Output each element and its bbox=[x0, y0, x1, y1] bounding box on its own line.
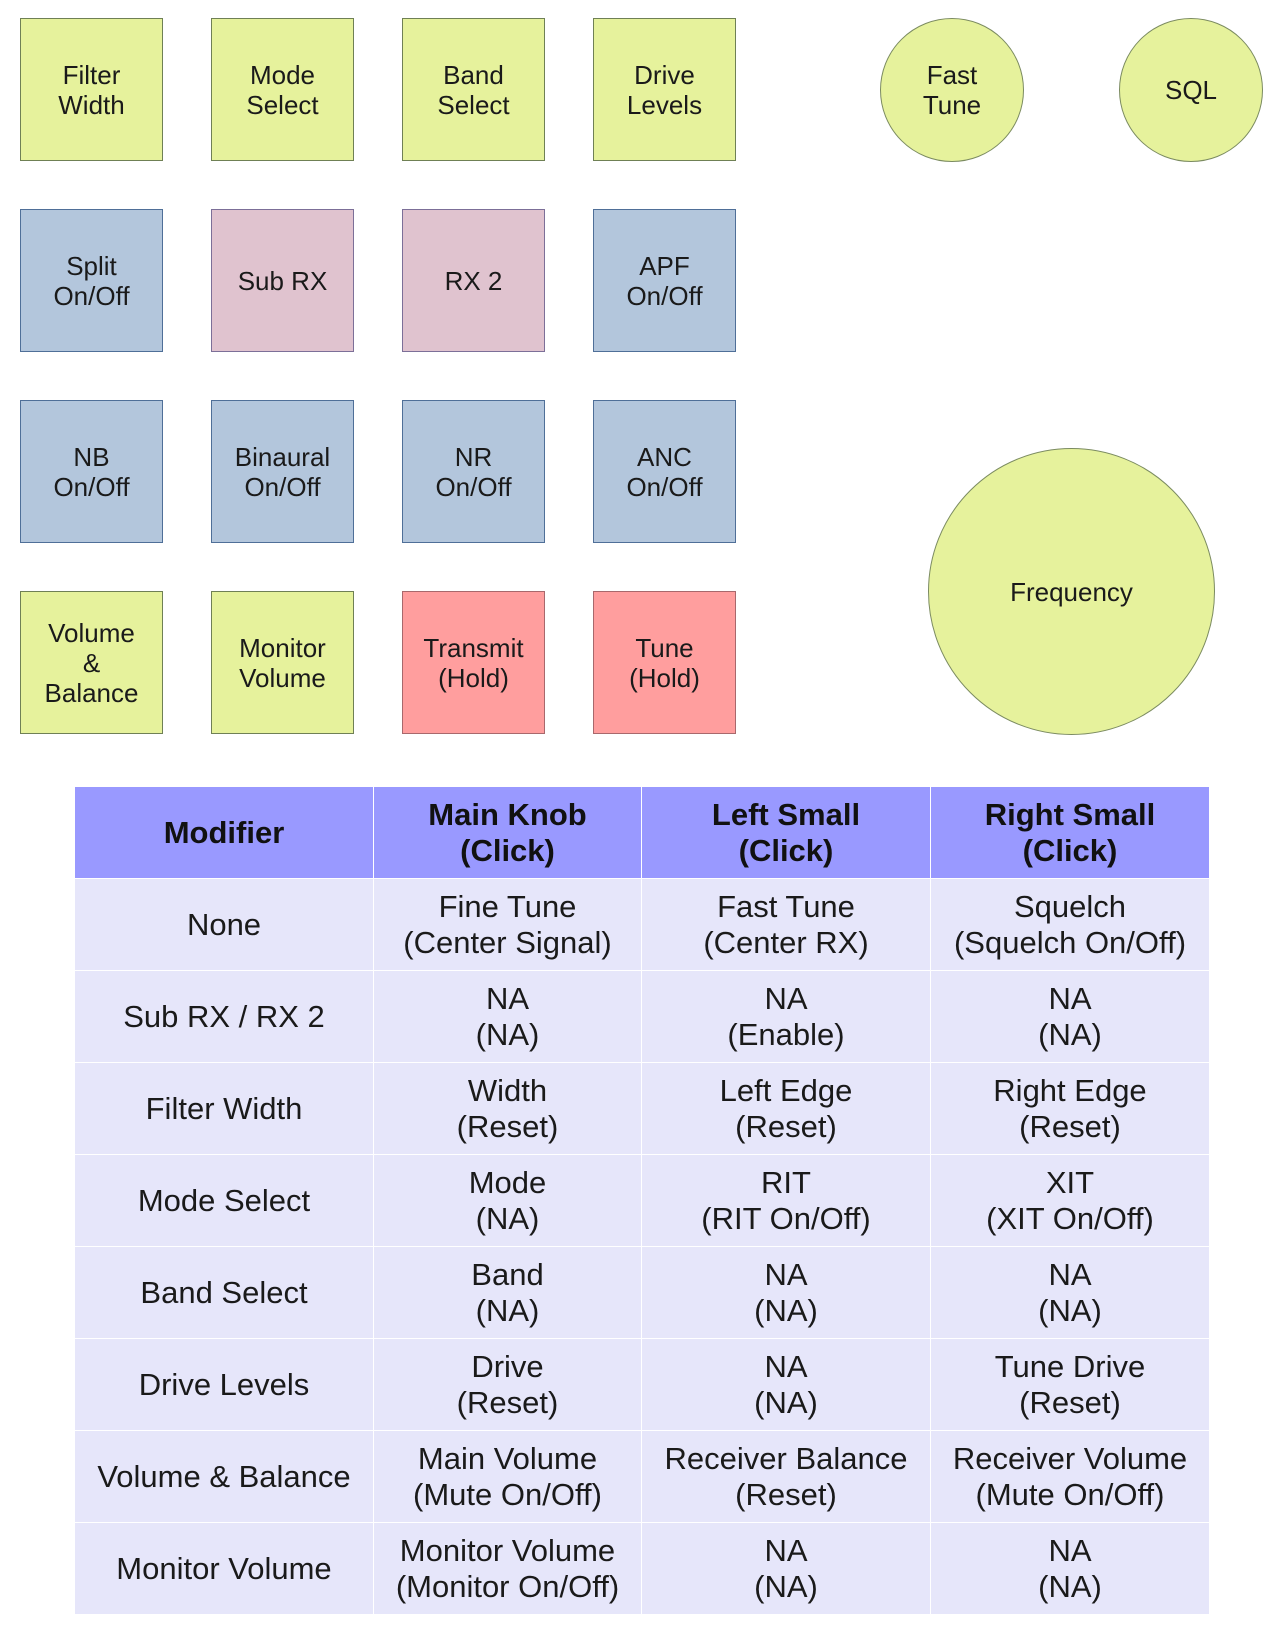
header-modifier: Modifier bbox=[74, 786, 374, 879]
main-knob-cell: Width (Reset) bbox=[373, 1062, 642, 1155]
frequency-knob[interactable]: Frequency bbox=[928, 448, 1215, 735]
right-small-cell: Receiver Volume (Mute On/Off) bbox=[930, 1430, 1210, 1523]
left-small-cell: RIT (RIT On/Off) bbox=[641, 1154, 931, 1247]
band-select-button[interactable]: Band Select bbox=[402, 18, 545, 161]
right-small-cell: Squelch (Squelch On/Off) bbox=[930, 878, 1210, 971]
table-header-row: Modifier Main Knob (Click) Left Small (C… bbox=[74, 786, 1210, 879]
volume-balance-button[interactable]: Volume & Balance bbox=[20, 591, 163, 734]
mode-select-button[interactable]: Mode Select bbox=[211, 18, 354, 161]
left-small-cell: Fast Tune (Center RX) bbox=[641, 878, 931, 971]
monitor-volume-button[interactable]: Monitor Volume bbox=[211, 591, 354, 734]
main-knob-cell: Band (NA) bbox=[373, 1246, 642, 1339]
filter-width-button[interactable]: Filter Width bbox=[20, 18, 163, 161]
modifier-cell: Volume & Balance bbox=[74, 1430, 374, 1523]
left-small-cell: NA (Enable) bbox=[641, 970, 931, 1063]
apf-toggle-button[interactable]: APF On/Off bbox=[593, 209, 736, 352]
drive-levels-button[interactable]: Drive Levels bbox=[593, 18, 736, 161]
left-small-cell: Receiver Balance (Reset) bbox=[641, 1430, 931, 1523]
sql-knob[interactable]: SQL bbox=[1119, 18, 1263, 162]
header-right-small: Right Small (Click) bbox=[930, 786, 1210, 879]
main-knob-cell: Fine Tune (Center Signal) bbox=[373, 878, 642, 971]
rx2-button[interactable]: RX 2 bbox=[402, 209, 545, 352]
binaural-toggle-button[interactable]: Binaural On/Off bbox=[211, 400, 354, 543]
modifier-table: Modifier Main Knob (Click) Left Small (C… bbox=[74, 786, 1210, 1615]
left-small-cell: NA (NA) bbox=[641, 1246, 931, 1339]
table-row: Filter Width Width (Reset) Left Edge (Re… bbox=[74, 1062, 1210, 1155]
left-small-cell: Left Edge (Reset) bbox=[641, 1062, 931, 1155]
header-left-small: Left Small (Click) bbox=[641, 786, 931, 879]
table-row: Monitor Volume Monitor Volume (Monitor O… bbox=[74, 1522, 1210, 1615]
nr-toggle-button[interactable]: NR On/Off bbox=[402, 400, 545, 543]
right-small-cell: NA (NA) bbox=[930, 1246, 1210, 1339]
main-knob-cell: Main Volume (Mute On/Off) bbox=[373, 1430, 642, 1523]
table-row: None Fine Tune (Center Signal) Fast Tune… bbox=[74, 878, 1210, 971]
sub-rx-button[interactable]: Sub RX bbox=[211, 209, 354, 352]
right-small-cell: XIT (XIT On/Off) bbox=[930, 1154, 1210, 1247]
split-toggle-button[interactable]: Split On/Off bbox=[20, 209, 163, 352]
modifier-cell: Drive Levels bbox=[74, 1338, 374, 1431]
modifier-cell: Sub RX / RX 2 bbox=[74, 970, 374, 1063]
right-small-cell: NA (NA) bbox=[930, 970, 1210, 1063]
anc-toggle-button[interactable]: ANC On/Off bbox=[593, 400, 736, 543]
right-small-cell: Right Edge (Reset) bbox=[930, 1062, 1210, 1155]
main-knob-cell: Monitor Volume (Monitor On/Off) bbox=[373, 1522, 642, 1615]
header-main-knob: Main Knob (Click) bbox=[373, 786, 642, 879]
table-row: Volume & Balance Main Volume (Mute On/Of… bbox=[74, 1430, 1210, 1523]
left-small-cell: NA (NA) bbox=[641, 1522, 931, 1615]
table-row: Sub RX / RX 2 NA (NA) NA (Enable) NA (NA… bbox=[74, 970, 1210, 1063]
table-row: Drive Levels Drive (Reset) NA (NA) Tune … bbox=[74, 1338, 1210, 1431]
main-knob-cell: Mode (NA) bbox=[373, 1154, 642, 1247]
main-knob-cell: NA (NA) bbox=[373, 970, 642, 1063]
table-row: Mode Select Mode (NA) RIT (RIT On/Off) X… bbox=[74, 1154, 1210, 1247]
modifier-cell: Band Select bbox=[74, 1246, 374, 1339]
left-small-cell: NA (NA) bbox=[641, 1338, 931, 1431]
nb-toggle-button[interactable]: NB On/Off bbox=[20, 400, 163, 543]
tune-button[interactable]: Tune (Hold) bbox=[593, 591, 736, 734]
modifier-cell: Filter Width bbox=[74, 1062, 374, 1155]
modifier-cell: None bbox=[74, 878, 374, 971]
right-small-cell: Tune Drive (Reset) bbox=[930, 1338, 1210, 1431]
right-small-cell: NA (NA) bbox=[930, 1522, 1210, 1615]
transmit-button[interactable]: Transmit (Hold) bbox=[402, 591, 545, 734]
modifier-cell: Mode Select bbox=[74, 1154, 374, 1247]
main-knob-cell: Drive (Reset) bbox=[373, 1338, 642, 1431]
table-row: Band Select Band (NA) NA (NA) NA (NA) bbox=[74, 1246, 1210, 1339]
modifier-cell: Monitor Volume bbox=[74, 1522, 374, 1615]
fast-tune-knob[interactable]: Fast Tune bbox=[880, 18, 1024, 162]
